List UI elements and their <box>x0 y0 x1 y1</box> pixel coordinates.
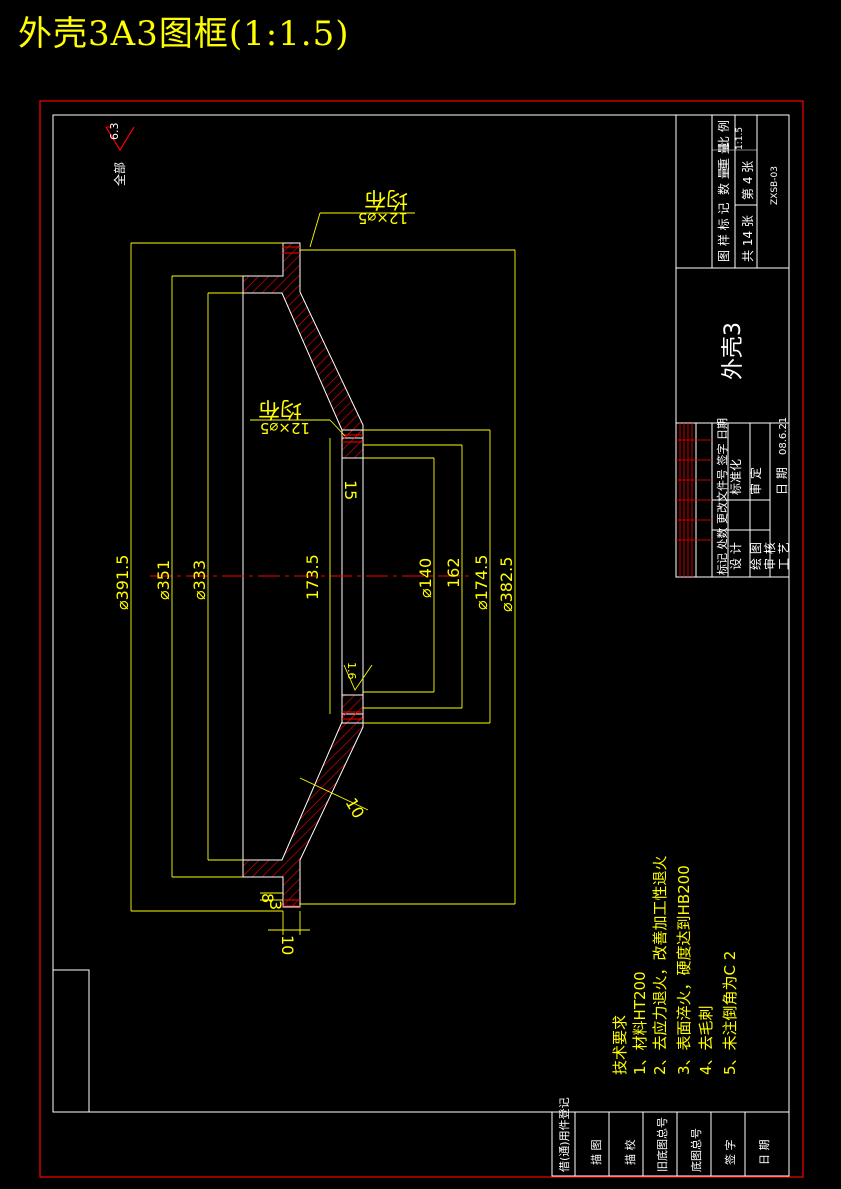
dim-351: ⌀351 <box>154 560 173 600</box>
reg-3: 描 校 <box>623 1140 637 1166</box>
dim-3: 3 <box>266 900 285 910</box>
title-block-texts: 图 样 标 记 数 量 重 量 比 例 1:1.5 共 14 张 第 4 张 Z… <box>715 120 791 575</box>
tb-sheet-total: 共 14 张 <box>741 215 755 262</box>
inner-border <box>52 114 790 1113</box>
tb-top-label-3: 重 量 <box>717 142 731 170</box>
registration-texts: 借(通)用件登记 描 图 描 校 旧底图总号 底图总号 签 字 日 期 <box>557 1097 771 1172</box>
technical-notes: 技术要求 1、材料HT200 2、去应力退火，改善加工性退火 3、表面淬火，硬度… <box>611 855 739 1075</box>
hole-mid-spec: 12×⌀5 <box>260 419 310 437</box>
dim-162: 162 <box>444 557 463 588</box>
tb-role-2: 绘 图 <box>748 542 763 570</box>
note-2: 2、去应力退火，改善加工性退火 <box>651 855 669 1075</box>
reg-5: 底图总号 <box>689 1128 703 1172</box>
tb-role-1: 设 计 <box>729 542 743 570</box>
section-bottom <box>242 713 364 908</box>
drawing-title: 外壳3A3图框(1:1.5) <box>18 14 350 54</box>
notes-heading: 技术要求 <box>611 1015 629 1075</box>
dim-174-5: ⌀174.5 <box>472 555 491 610</box>
note-3: 3、表面淬火，硬度达到HB200 <box>675 865 693 1075</box>
tb-scale: 1:1.5 <box>735 127 745 150</box>
tb-sheet-no: 第 4 张 <box>741 161 755 200</box>
roughness-symbol: 6.3 全部 <box>105 123 135 186</box>
dim-15: 15 <box>341 480 360 500</box>
part-section <box>242 242 364 908</box>
hole-top-note: 均布 <box>364 186 408 211</box>
tb-top-label-1: 图 样 标 记 <box>716 203 731 262</box>
dim-10-angled: 10 <box>342 795 369 822</box>
hole-top-spec: 12×⌀5 <box>358 209 408 227</box>
dimension-texts: ⌀391.5 ⌀351 ⌀333 173.5 ⌀140 162 ⌀174.5 ⌀… <box>113 186 516 955</box>
tb-role-extra-2: 审 定 <box>748 467 763 495</box>
dim-1-6: 1.6 <box>345 662 358 680</box>
tb-role-3: 审 核 <box>762 542 777 570</box>
dim-333: ⌀333 <box>190 560 209 600</box>
tb-role-4: 工 艺 <box>777 542 791 570</box>
note-1: 1、材料HT200 <box>631 971 649 1075</box>
dim-173-5: 173.5 <box>303 554 322 600</box>
reg-6: 签 字 <box>723 1140 737 1166</box>
reg-1: 借(通)用件登记 <box>557 1097 571 1172</box>
tb-rev-header: 标记 处数 更改文件号 签字 日期 <box>715 418 729 575</box>
corner-box <box>52 969 90 1113</box>
dim-382-5: ⌀382.5 <box>497 557 516 612</box>
tb-top-label-2: 数 量 <box>716 167 731 195</box>
note-5: 5、未注倒角为C 2 <box>721 951 739 1075</box>
dim-140: ⌀140 <box>416 558 435 598</box>
tb-top-label-4: 比 例 <box>717 120 731 148</box>
registration-block <box>551 1111 790 1177</box>
reg-7: 日 期 <box>758 1140 771 1166</box>
dim-8: 8 <box>258 893 277 903</box>
title-block-cells <box>676 423 712 577</box>
reg-4: 旧底图总号 <box>655 1117 669 1172</box>
hole-mid-note: 均布 <box>258 396 302 421</box>
reg-2: 描 图 <box>589 1140 603 1166</box>
tb-part-name: 外壳3 <box>721 322 746 380</box>
dim-10-bottom: 10 <box>278 935 297 955</box>
outer-border <box>39 100 804 1178</box>
roughness-value: 6.3 <box>108 123 121 141</box>
tb-role-extra-1: 标准化 <box>729 459 743 495</box>
roughness-scope: 全部 <box>112 162 127 186</box>
tb-date: 08.6.21 <box>778 417 789 455</box>
dimension-lines <box>130 212 516 935</box>
tb-drawing-no: ZXSB-03 <box>770 166 780 205</box>
note-4: 4、去毛刺 <box>697 1005 715 1075</box>
tb-date-label: 日 期 <box>775 467 789 495</box>
dim-391-5: ⌀391.5 <box>113 555 132 610</box>
